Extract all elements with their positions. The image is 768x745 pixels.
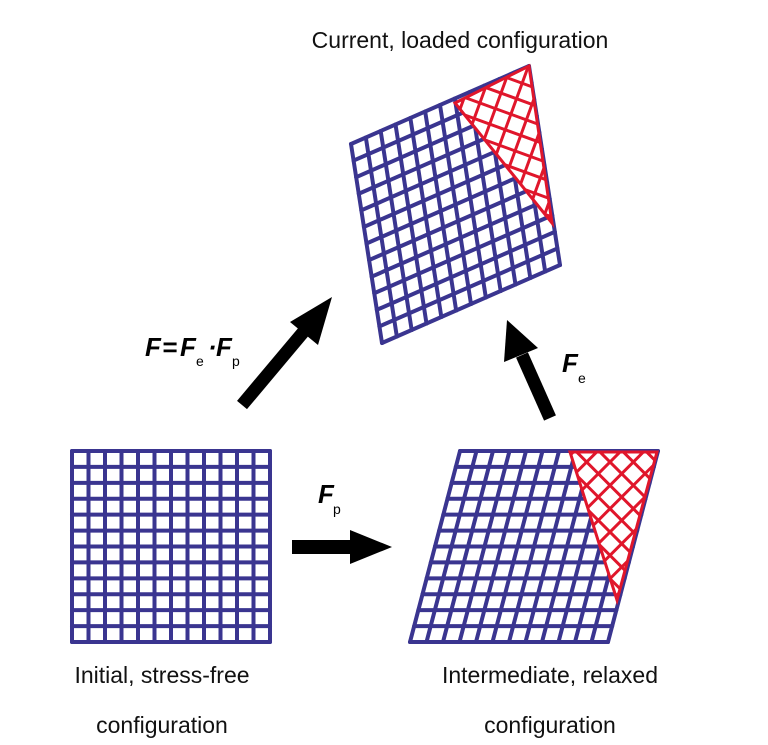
- hatch-line: [570, 452, 657, 600]
- svg-text:p: p: [333, 501, 341, 517]
- initial-stress-free-grid: [70, 449, 272, 644]
- initial-label-line2: configuration: [96, 712, 228, 738]
- hatch-line: [570, 452, 657, 600]
- hatch-line: [546, 66, 552, 223]
- arrow-plastic-deformation: [292, 530, 392, 564]
- svg-text:=: =: [162, 332, 177, 362]
- grid-line-horizontal: [377, 246, 560, 329]
- hatch-line: [468, 66, 552, 223]
- svg-text:F: F: [216, 332, 233, 362]
- hatch-line: [455, 66, 552, 223]
- intermediate-label-line2: configuration: [484, 712, 616, 738]
- hatch-line: [570, 452, 657, 600]
- hatch-line: [455, 66, 552, 151]
- label-plastic-deformation: F p: [318, 479, 341, 517]
- label-elastic-deformation: F e: [562, 348, 586, 386]
- hatch-line: [484, 66, 552, 223]
- hatch-line: [579, 51, 675, 314]
- initial-label-line1: Initial, stress-free: [74, 662, 249, 688]
- hatch-line: [455, 66, 552, 105]
- svg-text:e: e: [196, 353, 204, 369]
- grid-line-horizontal: [374, 229, 557, 312]
- hatch-line: [455, 66, 552, 136]
- arrow-total-deformation: [237, 297, 332, 410]
- hatch-outline: [452, 63, 555, 229]
- hatch-line: [570, 452, 657, 600]
- hatch-line: [455, 83, 552, 182]
- hatch-line: [455, 98, 552, 198]
- arrow-elastic-deformation: [504, 320, 556, 421]
- hatch-line: [570, 452, 657, 600]
- grid-line-horizontal: [380, 263, 562, 345]
- intermediate-label-line1: Intermediate, relaxed: [442, 662, 658, 688]
- label-total-deformation: F = F e · F p: [145, 332, 240, 369]
- hatch-line: [563, 45, 659, 308]
- hatch-outline: [567, 450, 659, 606]
- hatch-line: [455, 67, 552, 167]
- svg-text:F: F: [318, 479, 335, 509]
- hatch-line: [570, 452, 657, 600]
- svg-text:·: ·: [208, 332, 217, 362]
- svg-text:p: p: [232, 353, 240, 369]
- current-configuration-title: Current, loaded configuration: [312, 27, 609, 53]
- hatch-line: [570, 452, 657, 600]
- svg-text:e: e: [578, 370, 586, 386]
- svg-text:F: F: [145, 332, 162, 362]
- svg-text:F: F: [180, 332, 197, 362]
- hatch-line: [570, 452, 657, 592]
- svg-text:F: F: [562, 348, 579, 378]
